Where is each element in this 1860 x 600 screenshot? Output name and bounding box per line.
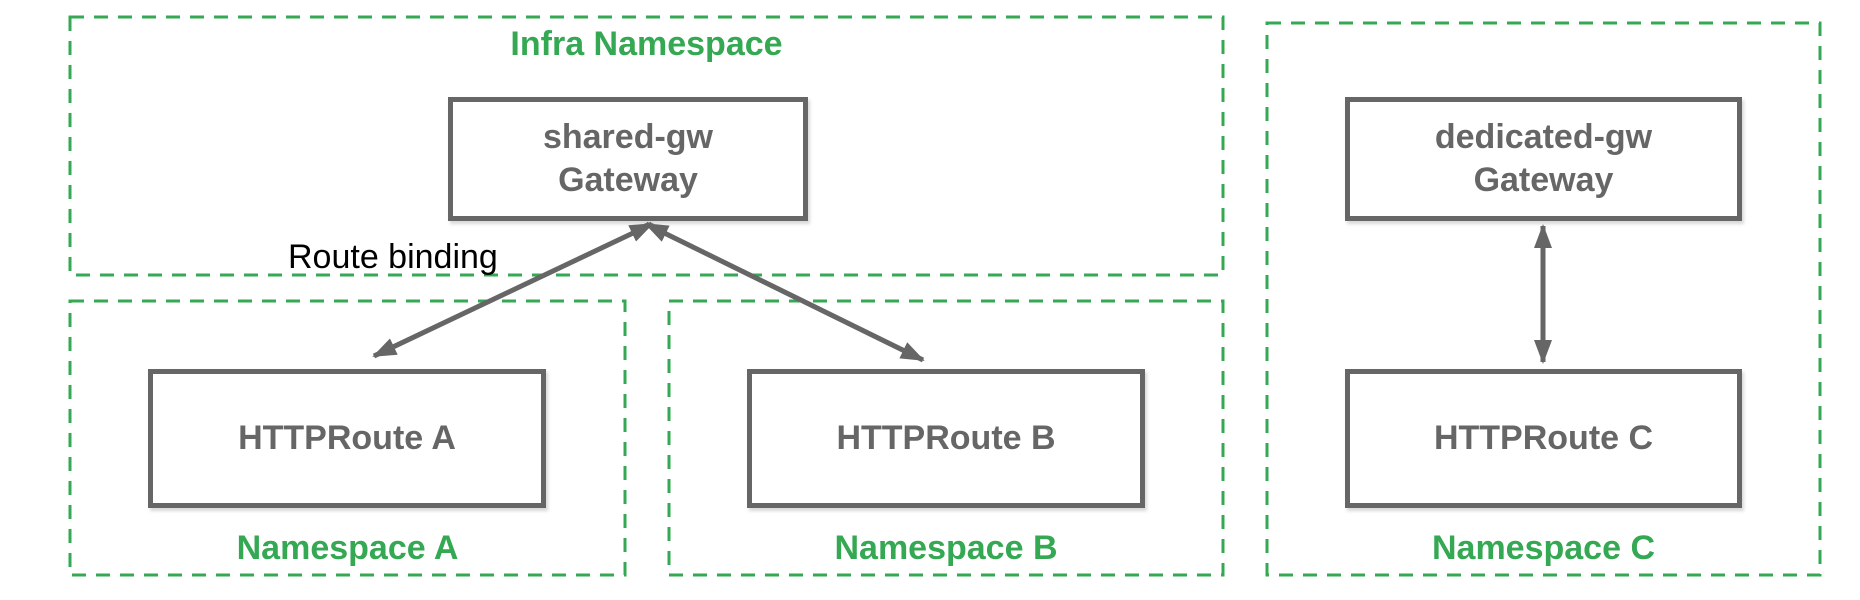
namespace-a-label: Namespace A xyxy=(236,529,459,567)
route-a-binding-arrow xyxy=(372,221,654,359)
namespace-b-label: Namespace B xyxy=(834,529,1058,567)
namespace-c-label: Namespace C xyxy=(1431,529,1655,567)
namespace-a-boundary xyxy=(68,299,627,577)
dedicated-gw-gateway-kind: Gateway xyxy=(1473,161,1614,199)
shared-gw-gateway-name: shared-gw xyxy=(542,118,714,156)
dedicated-gw-gateway-name: dedicated-gw xyxy=(1434,118,1653,156)
dedicated-gw-gateway-node: dedicated-gw Gateway xyxy=(1345,97,1742,221)
httproute-c-node: HTTPRoute C xyxy=(1345,369,1742,508)
httproute-b-node: HTTPRoute B xyxy=(747,369,1145,508)
namespace-b-boundary xyxy=(667,299,1225,577)
infra-namespace-label: Infra Namespace xyxy=(510,25,783,63)
httproute-a-node: HTTPRoute A xyxy=(148,369,546,508)
httproute-c-label: HTTPRoute C xyxy=(1433,419,1654,457)
route-b-binding-arrow xyxy=(644,221,925,363)
httproute-a-label: HTTPRoute A xyxy=(238,419,456,457)
shared-gw-gateway-kind: Gateway xyxy=(558,161,698,199)
namespace-c-boundary xyxy=(1265,21,1822,577)
httproute-b-label: HTTPRoute B xyxy=(836,419,1056,457)
infra-namespace-boundary xyxy=(68,15,1225,277)
shared-gw-gateway-node: shared-gw Gateway xyxy=(448,97,808,221)
route-binding-annotation: Route binding xyxy=(288,238,498,276)
